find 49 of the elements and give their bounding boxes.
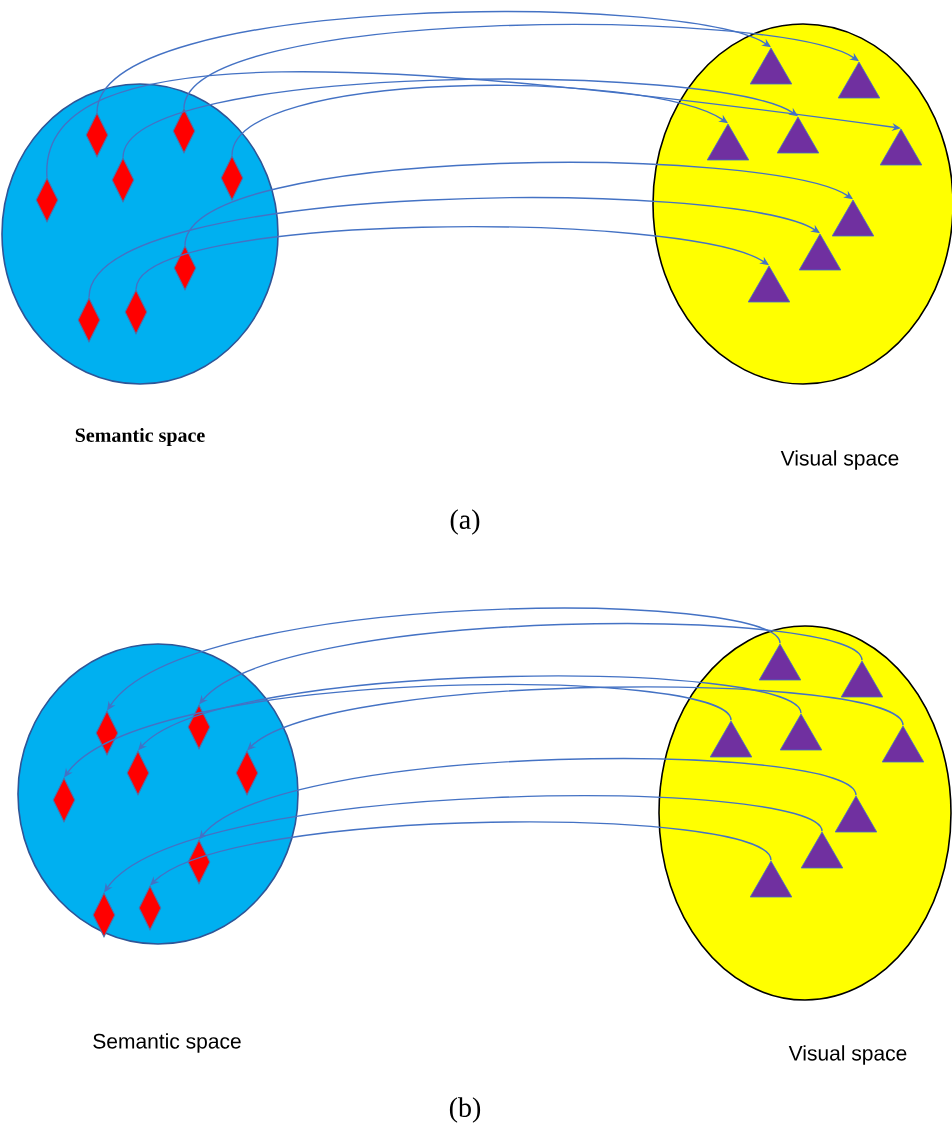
diamond-marker bbox=[111, 157, 135, 203]
triangle-marker bbox=[709, 720, 753, 758]
space-label: Semantic space bbox=[75, 427, 205, 447]
diamond-marker bbox=[187, 704, 211, 750]
triangle-marker bbox=[798, 233, 842, 271]
space-label: Semantic space bbox=[93, 1033, 241, 1053]
diamond-marker bbox=[77, 297, 101, 343]
diamond-marker bbox=[173, 245, 197, 291]
arrow bbox=[135, 226, 769, 291]
triangle-marker bbox=[758, 643, 802, 681]
triangle-marker bbox=[706, 123, 750, 161]
diamond-marker bbox=[95, 710, 119, 756]
diamond-marker bbox=[92, 892, 116, 938]
panel-caption: (b) bbox=[449, 1097, 481, 1123]
ellipse bbox=[17, 643, 299, 945]
space-label: Visual space bbox=[780, 450, 899, 470]
panel-caption: (a) bbox=[450, 509, 480, 535]
triangle-marker bbox=[800, 831, 844, 869]
arrow bbox=[122, 78, 798, 159]
triangle-marker bbox=[749, 860, 793, 898]
triangle-marker bbox=[840, 660, 884, 698]
ellipse bbox=[658, 625, 952, 1001]
diamond-marker bbox=[187, 839, 211, 885]
diamond-marker bbox=[126, 750, 150, 796]
triangle-marker bbox=[837, 61, 881, 99]
diamond-marker bbox=[220, 155, 244, 201]
triangle-marker bbox=[834, 795, 878, 833]
triangle-marker bbox=[831, 199, 875, 237]
triangle-marker bbox=[779, 713, 823, 751]
diamond-marker bbox=[172, 108, 196, 154]
triangle-marker bbox=[879, 128, 923, 166]
diamond-marker bbox=[124, 289, 148, 335]
arrow bbox=[96, 11, 771, 114]
triangle-marker bbox=[776, 116, 820, 154]
arrow bbox=[88, 197, 820, 299]
arrow bbox=[184, 161, 853, 247]
triangle-marker bbox=[747, 265, 791, 303]
diamond-marker bbox=[235, 750, 259, 796]
diamond-marker bbox=[52, 777, 76, 823]
space-label: Visual space bbox=[788, 1045, 907, 1065]
triangle-marker bbox=[881, 725, 925, 763]
arrow bbox=[231, 84, 728, 157]
arrow bbox=[183, 23, 859, 110]
diamond-marker bbox=[138, 885, 162, 931]
diamond-marker bbox=[85, 112, 109, 158]
triangle-marker bbox=[749, 47, 793, 85]
ellipse bbox=[652, 23, 952, 385]
diamond-marker bbox=[35, 177, 59, 223]
ellipse bbox=[1, 83, 279, 385]
